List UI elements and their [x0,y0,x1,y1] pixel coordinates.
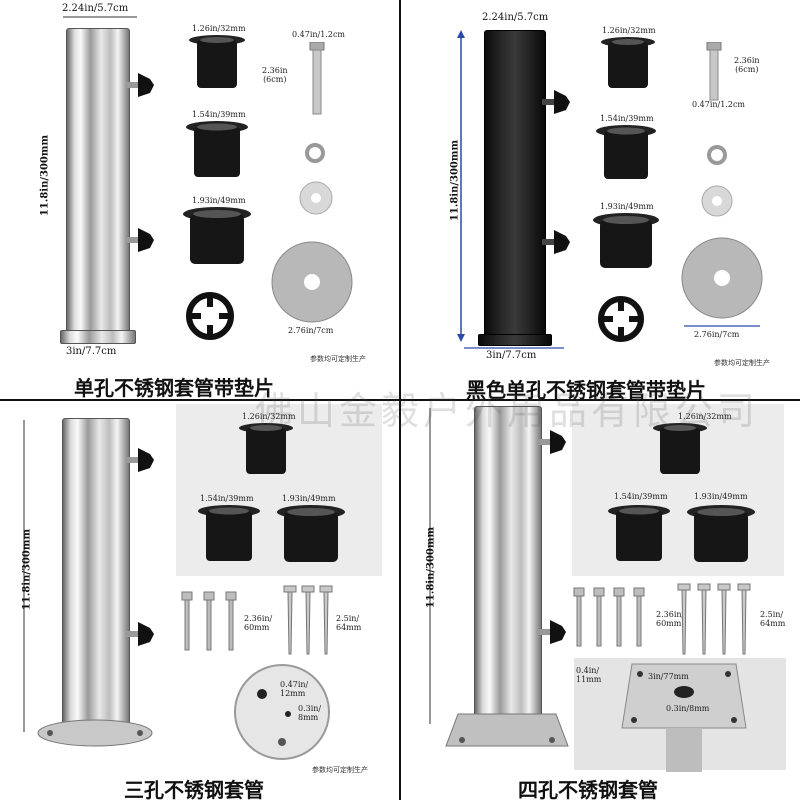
sleeve-small-label: 1.26in/32mm [242,412,296,421]
sleeve-large-icon [183,207,251,264]
panel-caption: 单孔不锈钢套管带垫片 [74,376,274,400]
tube-height-dimension: 11.8in/300mm [425,526,437,609]
square-base-plate [445,713,569,747]
sleeve-mid-icon [198,505,260,561]
knob-bolt-icon [542,230,570,254]
bolt-icon [706,42,722,101]
sleeve-large-label: 1.93in/49mm [694,492,748,501]
tube-height-dimension: 11.8in/300mm [21,528,33,611]
sleeve-mid-icon [596,125,656,179]
panel-three-hole: 11.8in/300mm 1.26in/32mm 1.54in/39mm 1.9… [0,400,400,800]
bottom-dimension-arrow [464,347,564,349]
tube-base-flange [478,334,552,346]
panel-single-hole: 2.24in/5.7cm 11.8in/300mm 3in/7.7cm 1.26… [0,0,400,400]
wood-screws-icon [677,583,751,655]
stainless-tube [474,406,542,726]
sleeve-mid-label: 1.54in/39mm [192,110,246,119]
bolt-diameter-label: 0.47in/1.2cm [292,30,346,39]
tube-bottom-dimension: 3in/7.7cm [66,346,117,357]
stainless-tube [66,28,130,335]
sleeve-mid-label: 1.54in/39mm [600,114,654,123]
black-tube [484,30,546,340]
panel-black-single-hole: 2.24in/5.7cm 11.8in/300mm 3in/7.7cm 1.26… [400,0,800,400]
screw-length-label: 2.5in/ 64mm [336,614,362,632]
spring-washer-icon [305,143,325,163]
square-plate-closeup [621,663,747,772]
sleeve-large-icon [277,505,345,562]
plate-hole-label: 0.3in/8mm [666,704,710,713]
sleeve-mid-icon [608,505,670,561]
spring-washer-icon [707,145,727,165]
wood-screws-icon [283,585,333,655]
expansion-anchors-icon [181,591,237,651]
height-dimension-line [23,420,25,732]
bolt-length-label: 2.36in (6cm) [734,56,760,74]
sleeve-mid-icon [186,121,248,177]
panel-caption: 三孔不锈钢套管 [124,778,264,800]
stainless-tube [62,418,130,732]
bolt-icon [309,42,325,115]
plate-edge-label: 0.4in/ 11mm [576,666,602,684]
hole-small-label: 0.3in/ 8mm [298,704,322,722]
washer-dimension-arrow [684,325,760,327]
sleeve-small-label: 1.26in/32mm [678,412,732,421]
customizable-note: 参数均可定制生产 [714,359,770,367]
knob-bolt-icon [126,73,154,97]
screw-length-label: 2.5in/ 64mm [760,610,786,628]
tube-height-dimension: 11.8in/300mm [449,139,461,222]
sleeve-large-label: 1.93in/49mm [282,494,336,503]
knob-bolt-icon [538,430,566,454]
washer-diameter-label: 2.76in/7cm [694,330,740,339]
customizable-note: 参数均可定制生产 [310,355,366,363]
tube-base-flange [60,330,136,344]
base-plate-closeup [234,664,330,760]
large-washer-icon [681,237,763,319]
sleeve-small-icon [189,35,245,88]
expansion-anchors-icon [573,587,645,647]
panel-four-hole: 11.8in/300mm 1.26in/32mm 1.54in/39mm 1.9… [400,400,800,800]
top-dimension-arrow [63,16,137,18]
customizable-note: 参数均可定制生产 [312,766,368,774]
bolt-diameter-label: 0.47in/1.2cm [692,100,746,109]
knob-bolt-icon [126,622,154,646]
sleeve-mid-label: 1.54in/39mm [200,494,254,503]
knob-bolt-icon [126,228,154,252]
height-dimension-line [429,408,431,724]
hole-top-label: 0.47in/ 12mm [280,680,309,698]
horizontal-divider [0,399,800,401]
sleeve-small-icon [239,423,293,474]
tube-top-dimension: 2.24in/5.7cm [62,3,129,14]
sleeve-large-icon [687,505,755,562]
sleeve-large-label: 1.93in/49mm [600,202,654,211]
sleeve-small-label: 1.26in/32mm [602,26,656,35]
company-watermark: 佛山金毅户外用品有限公司 [255,389,760,433]
tube-top-dimension: 2.24in/5.7cm [482,12,549,23]
panel-caption: 四孔不锈钢套管 [518,778,658,800]
knob-bolt-icon [538,620,566,644]
large-washer-icon [271,241,353,323]
cross-sleeve-icon [186,292,234,340]
height-dimension-arrow [457,30,465,342]
sleeve-large-icon [593,213,659,268]
tube-bottom-dimension: 3in/7.7cm [486,350,537,361]
sleeve-small-label: 1.26in/32mm [192,24,246,33]
flat-washer-icon [701,185,733,217]
sleeve-small-icon [601,37,655,88]
anchor-length-label: 2.36in/ 60mm [656,610,685,628]
knob-bolt-icon [126,448,154,472]
bolt-length-label: 2.36in (6cm) [262,66,288,84]
sleeve-mid-label: 1.54in/39mm [614,492,668,501]
washer-diameter-label: 2.76in/7cm [288,326,334,335]
sleeve-small-icon [653,423,707,474]
anchor-length-label: 2.36in/ 60mm [244,614,273,632]
panel-caption: 黑色单孔不锈钢套管带垫片 [466,378,706,400]
knob-bolt-icon [542,90,570,114]
sleeve-large-label: 1.93in/49mm [192,196,246,205]
plate-width-label: 3in/77mm [648,672,689,681]
flat-washer-icon [299,181,333,215]
cross-sleeve-icon [598,296,644,342]
tube-height-dimension: 11.8in/300mm [39,134,51,217]
tube-base-plate [37,719,153,747]
